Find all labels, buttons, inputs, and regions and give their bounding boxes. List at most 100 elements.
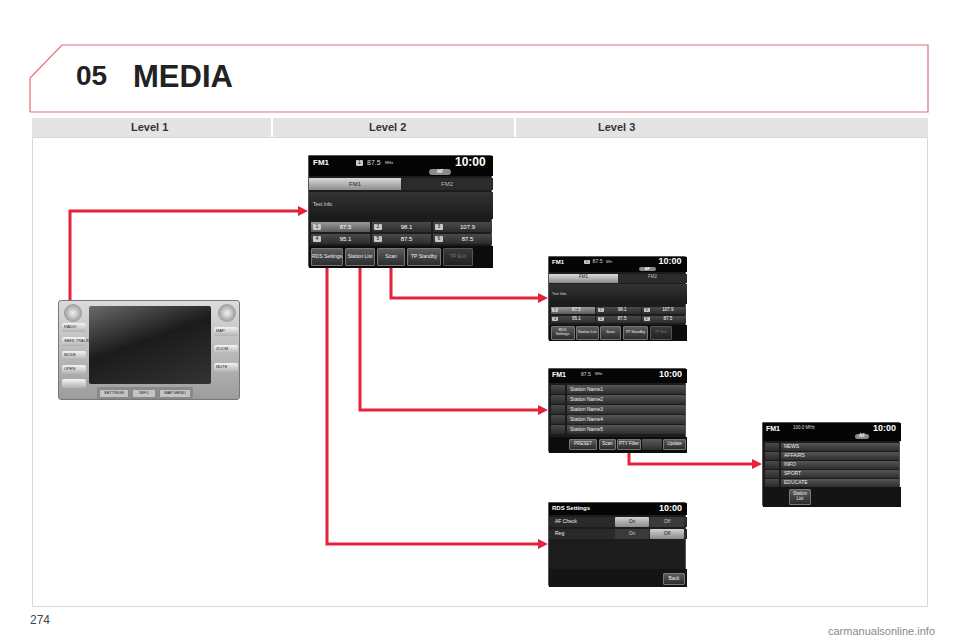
- screen-text: 10:00: [455, 156, 486, 169]
- screen-button: PRESET: [569, 439, 597, 450]
- button-label: Station Name3: [570, 407, 603, 412]
- button-label: SPORT: [784, 471, 801, 476]
- screen-text: 3: [644, 308, 650, 312]
- screen-button: TP Standby: [623, 326, 649, 340]
- button-label: PRESET: [574, 442, 592, 447]
- screen-text: 6: [644, 317, 650, 321]
- arrowhead: [538, 539, 548, 549]
- button-label: Station Name5: [570, 427, 603, 432]
- list-row: SPORT: [781, 470, 899, 478]
- button-label: RDS Settings: [312, 254, 342, 259]
- screen-text: 95.1: [560, 317, 594, 322]
- screen-text: 87.5: [651, 317, 685, 322]
- screen-text: FM1: [552, 259, 564, 266]
- button-label: Update: [667, 442, 682, 447]
- screen-text: 107.9: [651, 308, 685, 313]
- screen-button: TP Exit: [650, 326, 673, 340]
- screen-text: AF Check: [555, 519, 577, 525]
- watermark: carmanualsonline.info: [828, 625, 935, 637]
- connector: [360, 266, 548, 415]
- screen-text: 1: [356, 160, 363, 166]
- column-divider: [514, 118, 516, 137]
- button-label: Off: [664, 531, 671, 536]
- button-label: Station List: [790, 492, 810, 501]
- button-label: TP Standby: [411, 254, 437, 259]
- button-label: INFO: [139, 391, 149, 395]
- screen-panel: [551, 415, 565, 424]
- screen-text: 87.5: [605, 317, 639, 322]
- connector-line: [360, 266, 539, 410]
- screen-text: 1: [584, 260, 589, 264]
- page-number: 274: [30, 614, 50, 627]
- button-label: Station List: [348, 254, 373, 259]
- screen-text: 1: [552, 308, 558, 312]
- screen-panel: [551, 385, 565, 394]
- screen-panel: [551, 395, 565, 404]
- button-label: MAP MENU: [164, 391, 185, 395]
- arrowhead: [538, 293, 548, 303]
- screen-text: FM1: [552, 371, 566, 379]
- screen-panel: [549, 284, 687, 304]
- screen-text: FM1: [549, 275, 618, 280]
- screen-button: Scan: [599, 439, 616, 450]
- list-row: NEWS: [781, 443, 899, 451]
- screen-text: ZOOM: [216, 347, 228, 351]
- screen-text: MHz: [606, 261, 612, 264]
- screen-panel: [551, 405, 565, 414]
- button-label: Scan: [385, 254, 396, 259]
- toggle-button: Off: [650, 517, 684, 527]
- screen-text: 87.5: [581, 372, 591, 378]
- button-label: TP Exit: [655, 331, 667, 335]
- hardware-button: MAP MENU: [159, 389, 191, 398]
- screen-panel: [642, 439, 662, 450]
- screen-text: 87.5: [367, 159, 381, 167]
- list-row: EDUCATE: [781, 479, 899, 487]
- scan-screen: FM1187.5MHz10:00AFFM1FM2Text Info.187.52…: [548, 256, 686, 340]
- connector-line: [327, 266, 539, 544]
- screen-text: 87.5: [323, 224, 368, 231]
- button-label: Scan: [606, 331, 615, 335]
- button-label: Station Name4: [570, 417, 603, 422]
- screen-text: 4: [552, 317, 558, 321]
- screen-button: Update: [663, 439, 686, 450]
- screen-text: AF: [855, 434, 869, 439]
- screen-text: 98.1: [605, 308, 639, 313]
- screen-button: Back: [663, 573, 685, 585]
- screen-text: 87.5: [445, 236, 490, 243]
- screen-text: FM1: [766, 425, 780, 433]
- button-label: On: [629, 531, 636, 536]
- button-label: Off: [664, 519, 671, 524]
- screen-button: Scan: [377, 248, 405, 266]
- chapter-title: MEDIA: [133, 60, 233, 94]
- column-divider: [271, 118, 273, 137]
- screen-text: FM2: [618, 275, 687, 280]
- screen-text: MUTE: [216, 365, 227, 369]
- screen-text: RADIO: [64, 325, 77, 329]
- screen-text: 87.5: [560, 308, 594, 313]
- connector-line: [391, 266, 539, 298]
- screen-button: PTY Filter: [617, 439, 641, 450]
- connector-line: [70, 211, 299, 300]
- button-label: SETTINGS: [104, 391, 124, 395]
- content-panel: [33, 138, 928, 607]
- screen-button: RDS Settings: [311, 248, 343, 266]
- screen-text: MODE: [64, 353, 76, 357]
- screen-button: Station List: [576, 326, 599, 340]
- screen-button: Station List: [789, 489, 811, 505]
- screen-button: RDS Settings: [551, 326, 575, 340]
- screen-text: 4: [313, 236, 321, 242]
- screen-text: 5: [374, 236, 382, 242]
- screen-text: 87.5: [593, 259, 603, 265]
- screen-button: TP Exit: [443, 248, 473, 266]
- button-label: EDUCATE: [784, 480, 808, 485]
- button-label: NEWS: [784, 444, 799, 449]
- screen-text: 98.1: [384, 224, 429, 231]
- arrowhead: [298, 206, 308, 216]
- screen-text: MHz: [385, 161, 393, 165]
- screen-panel: [64, 304, 82, 322]
- screen-text: 10:00: [873, 424, 896, 434]
- screen-text: AF: [429, 169, 451, 175]
- screen-text: 95.1: [323, 236, 368, 243]
- screen-panel: [62, 379, 86, 388]
